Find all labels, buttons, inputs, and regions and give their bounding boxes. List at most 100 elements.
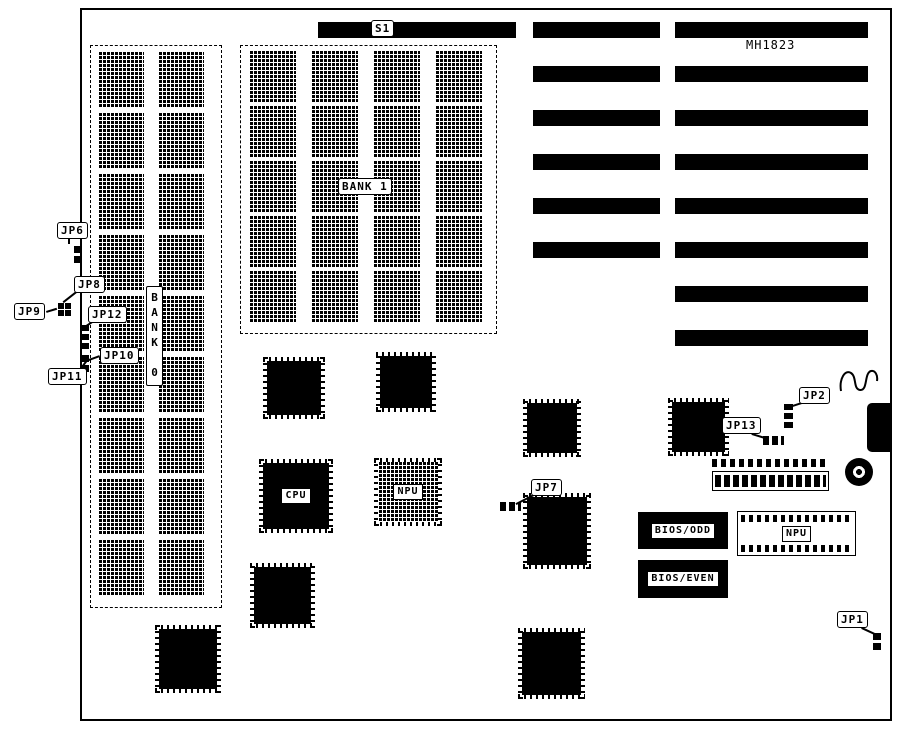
expansion-slot [533, 198, 660, 214]
memory-chip [435, 51, 482, 103]
memory-chip [435, 271, 482, 323]
jumper-block-jp6 [74, 243, 82, 263]
memory-bank1-region [240, 45, 497, 334]
speaker-icon [845, 458, 873, 486]
qfp-chip [263, 357, 325, 419]
jumper-block-jp2 [784, 402, 793, 428]
memory-chip [158, 51, 204, 108]
expansion-slot [533, 22, 660, 38]
memory-chip [435, 161, 482, 213]
qfp-chip [523, 399, 581, 457]
jumper-label-jp1: JP1 [837, 611, 868, 628]
memory-chip [98, 356, 144, 413]
memory-chip [98, 112, 144, 169]
bios-odd-label: BIOS/ODD [650, 522, 716, 539]
expansion-slot [533, 66, 660, 82]
qfp-chip [668, 398, 729, 456]
memory-chip [373, 271, 420, 323]
bios-even-label: BIOS/EVEN [647, 571, 719, 587]
qfp-chip [155, 625, 221, 693]
memory-chip [373, 51, 420, 103]
bank1-label: BANK 1 [338, 178, 392, 195]
qfp-chip [523, 493, 591, 569]
bios-even-chip: BIOS/EVEN [638, 560, 728, 598]
memory-chip [158, 539, 204, 596]
jumper-label-jp13: JP13 [722, 417, 761, 434]
memory-chip [373, 216, 420, 268]
jumper-block-jp13 [763, 436, 784, 445]
expansion-slot [675, 286, 868, 302]
jumper-label-jp7: JP7 [531, 479, 562, 496]
jumper-block-jp10 [80, 352, 89, 372]
bank0-label: BANK 0 [146, 286, 163, 386]
expansion-slot [675, 330, 868, 346]
memory-chip [249, 106, 296, 158]
qfp-chip [518, 628, 585, 699]
jumper-label-jp8: JP8 [74, 276, 105, 293]
jumper-label-jp2: JP2 [799, 387, 830, 404]
bios-odd-chip: BIOS/ODD [638, 512, 728, 549]
memory-chip [158, 295, 204, 352]
memory-chip [98, 417, 144, 474]
jumper-label-jp11: JP11 [48, 368, 87, 385]
memory-chip [373, 106, 420, 158]
jumper-label-jp10: JP10 [100, 347, 139, 364]
expansion-slot [675, 22, 868, 38]
leader-line-jp9 [46, 307, 58, 313]
jumper-label-jp6: JP6 [57, 222, 88, 239]
pin-header-row [712, 459, 829, 467]
memory-chip [435, 216, 482, 268]
memory-chip [98, 51, 144, 108]
qfp-chip [250, 563, 315, 628]
memory-chip [158, 478, 204, 535]
jumper-block-jp12 [80, 325, 89, 349]
jumper-label-jp12: JP12 [88, 306, 127, 323]
memory-chip [98, 478, 144, 535]
expansion-slots-left [533, 22, 660, 258]
jumper-label-jp9: JP9 [14, 303, 45, 320]
qfp-chip [376, 352, 436, 412]
memory-chip [311, 271, 358, 323]
expansion-slot [533, 242, 660, 258]
expansion-slot [675, 66, 868, 82]
memory-chip [98, 234, 144, 291]
npu-socket-label: NPU [393, 484, 423, 500]
expansion-slot [675, 198, 868, 214]
memory-chip [249, 51, 296, 103]
cpu-chip: CPU [259, 459, 333, 533]
memory-chip [98, 295, 144, 352]
jumper-block-jp9 [58, 303, 71, 316]
dip-switch-block [712, 471, 829, 491]
expansion-slots-right [675, 22, 868, 346]
memory-chip [158, 234, 204, 291]
cable-squiggle-icon [839, 369, 879, 392]
npu-socket: NPU [374, 458, 442, 526]
expansion-slot [675, 242, 868, 258]
memory-chip [249, 161, 296, 213]
switch-s1-label: S1 [371, 20, 395, 37]
npu-right-label: NPU [781, 525, 812, 542]
switch-s1-block [318, 22, 516, 38]
cpu-label: CPU [281, 488, 311, 504]
memory-chip [311, 51, 358, 103]
jumper-block-jp1 [873, 630, 881, 650]
jumper-block-jp7 [500, 502, 521, 511]
memory-chip [158, 356, 204, 413]
memory-chip [98, 173, 144, 230]
memory-chip [249, 271, 296, 323]
keyboard-connector [867, 403, 892, 452]
npu-right-socket: NPU [737, 511, 856, 556]
memory-chip [311, 106, 358, 158]
model-number: MH1823 [746, 38, 796, 52]
expansion-slot [533, 154, 660, 170]
memory-chip [98, 539, 144, 596]
memory-chip [158, 112, 204, 169]
expansion-slot [533, 110, 660, 126]
memory-bank0-region [90, 45, 222, 608]
memory-chip [158, 173, 204, 230]
expansion-slot [675, 110, 868, 126]
expansion-slot [675, 154, 868, 170]
memory-chip [158, 417, 204, 474]
memory-chip [311, 216, 358, 268]
